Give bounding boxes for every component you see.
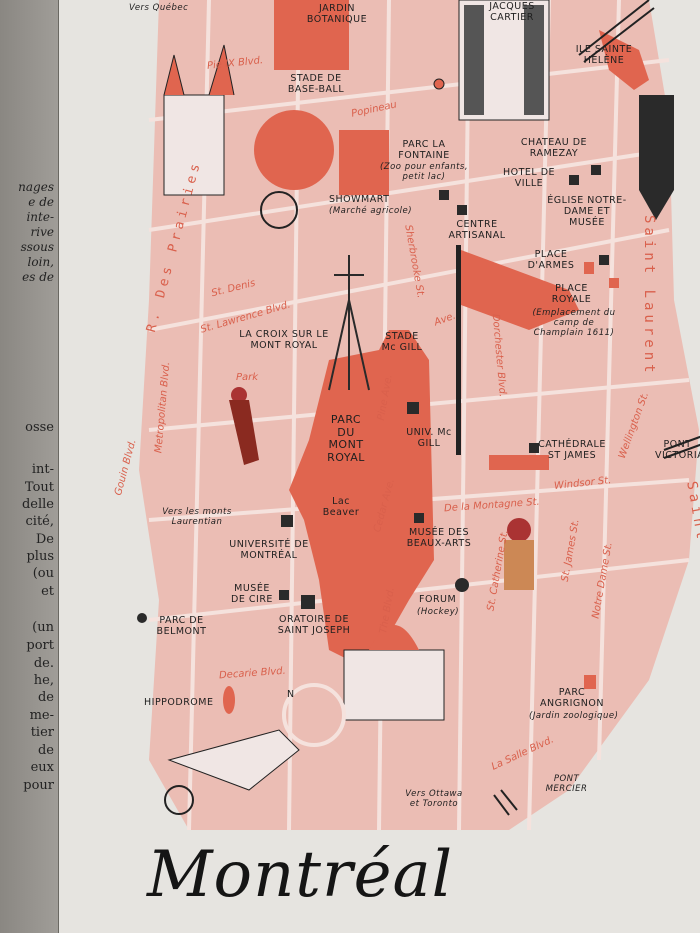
- page-title: Montréal: [147, 838, 454, 912]
- label-showmart-note: (Marché agricole): [329, 206, 413, 216]
- facing-page-line: nages: [18, 180, 54, 194]
- label-vers-ottawa: Vers Ottawa et Toronto: [405, 789, 463, 809]
- label-hippodrome: HIPPODROME: [144, 697, 214, 708]
- harness-racer-icon: [164, 729, 300, 815]
- label-musee-beaux-arts: MUSÉE DES BEAUX-ARTS: [406, 527, 472, 549]
- label-stade-base-ball: STADE DE BASE-BALL: [287, 73, 345, 95]
- facing-page-line: (un: [32, 620, 54, 635]
- ship-icon: [639, 95, 674, 220]
- river-saint-laurent-upper: Saint Laurent: [641, 215, 657, 377]
- jardin-botanique-area: [274, 0, 349, 70]
- facing-page-line: me-: [29, 708, 54, 723]
- facing-page-line: cité,: [25, 514, 55, 529]
- montreal-map: [129, 0, 700, 830]
- facing-page-line: et: [41, 584, 54, 599]
- facing-page-line: he,: [33, 673, 54, 688]
- facing-page-line: de: [37, 690, 54, 705]
- label-parc-la-fontaine-note: (Zoo pour enfants, petit lac): [379, 162, 469, 182]
- label-parc-angrignon: PARC ANGRIGNON: [540, 687, 604, 709]
- mount-royal-cross-icon: [328, 255, 370, 391]
- facing-page-line: e de: [28, 195, 54, 209]
- label-parc-de-belmont: PARC DE BELMONT: [156, 615, 207, 637]
- label-pont-victoria: PONT VICTORIA: [655, 439, 700, 461]
- angrignon-marker: [584, 675, 596, 689]
- label-hotel-de-ville: HOTEL DE VILLE: [502, 167, 556, 189]
- compass-rose: [282, 683, 346, 747]
- parc-mont-royal-area: [289, 330, 434, 670]
- label-vers-laurentian: Vers les monts Laurentian: [162, 507, 232, 527]
- label-place-d-armes: PLACE D'ARMES: [527, 249, 575, 271]
- facing-page-line: (ou: [32, 566, 54, 581]
- label-place-royale-note: (Emplacement du camp de Champlain 1611): [532, 308, 616, 338]
- label-chateau-ramezay: CHATEAU DE RAMEZAY: [520, 137, 588, 159]
- label-jacques-cartier: JACQUES CARTIER: [489, 1, 535, 23]
- facing-page-line: pour: [23, 778, 54, 793]
- bridge-icon: [493, 0, 700, 816]
- facing-page-line: port: [26, 638, 54, 653]
- label-la-croix: LA CROIX SUR LE MONT ROYAL: [239, 329, 329, 351]
- hockey-player-icon: [504, 518, 534, 590]
- oratoire-icon: [343, 625, 445, 721]
- label-forum-note: (Hockey): [417, 607, 460, 617]
- facing-page-line: ssous: [20, 240, 54, 254]
- facing-page-line: De: [35, 532, 54, 547]
- landmark-markers: [137, 165, 609, 623]
- facing-page-line: eux: [30, 760, 54, 775]
- north-indicator: N: [287, 689, 295, 700]
- facing-page-line: inte-: [26, 210, 54, 224]
- facing-page-line: Tout: [24, 480, 54, 495]
- skier-icon: [229, 387, 259, 465]
- label-showmart: SHOWMART: [329, 194, 390, 205]
- notre-dame-basilica-icon: [458, 0, 550, 121]
- facing-page-line: plus: [26, 549, 54, 564]
- map-page: Vers Québec JARDIN BOTANIQUE JACQUES CAR…: [58, 0, 700, 933]
- label-angrignon-note: (Jardin zoologique): [529, 711, 619, 721]
- label-parc-du-mont-royal: PARC DU MONT ROYAL: [327, 413, 365, 464]
- facing-page-line: loin,: [27, 255, 54, 269]
- label-pont-mercier: PONT MERCIER: [545, 774, 588, 794]
- flag-icon: [456, 245, 579, 455]
- label-ile-sainte-helene: ILE SAINTE HÉLÈNE: [575, 44, 633, 66]
- label-musee-de-cire: MUSÉE DE CIRE: [231, 583, 273, 605]
- label-cathedrale-st-james: CATHÉDRALE ST JAMES: [538, 439, 606, 461]
- label-oratoire: ORATOIRE DE SAINT JOSEPH: [277, 614, 351, 636]
- ile-sainte-helene: [599, 30, 649, 90]
- label-stade-mcgill: STADE Mc GILL: [381, 331, 423, 353]
- facing-page-line: de: [37, 743, 54, 758]
- label-vers-quebec: Vers Québec: [129, 3, 189, 13]
- hippodrome-marker: [223, 686, 235, 714]
- label-jardin-botanique: JARDIN BOTANIQUE: [306, 3, 368, 25]
- label-univ-mcgill: UNIV. Mc GILL: [406, 427, 452, 449]
- facing-page-line: tier: [30, 725, 54, 740]
- parc-la-fontaine-area: [339, 130, 389, 195]
- label-forum: FORUM: [419, 594, 457, 605]
- label-eglise-notre-dame: ÉGLISE NOTRE-DAME ET MUSÉE: [547, 195, 627, 228]
- cathedrale-area: [489, 455, 549, 470]
- street-park: Park: [236, 372, 259, 383]
- facing-page-line: int-: [31, 462, 54, 477]
- label-parc-la-fontaine: PARC LA FONTAINE: [398, 139, 450, 161]
- facing-page-line: de.: [33, 656, 54, 671]
- carriage-icon: [254, 110, 334, 229]
- castle-icon: [163, 44, 235, 196]
- facing-page-line: es de: [22, 270, 54, 284]
- label-universite-de-montreal: UNIVERSITÉ DE MONTRÉAL: [229, 539, 309, 561]
- facing-page-line: delle: [21, 497, 54, 512]
- label-centre-artisanal: CENTRE ARTISANAL: [448, 219, 506, 241]
- stade-base-ball-marker: [433, 78, 445, 90]
- facing-page-line: rive: [30, 225, 54, 239]
- label-place-royale: PLACE ROYALE: [551, 283, 592, 305]
- facing-page-line: osse: [25, 420, 54, 435]
- label-lac-beaver: Lac Beaver: [322, 496, 360, 518]
